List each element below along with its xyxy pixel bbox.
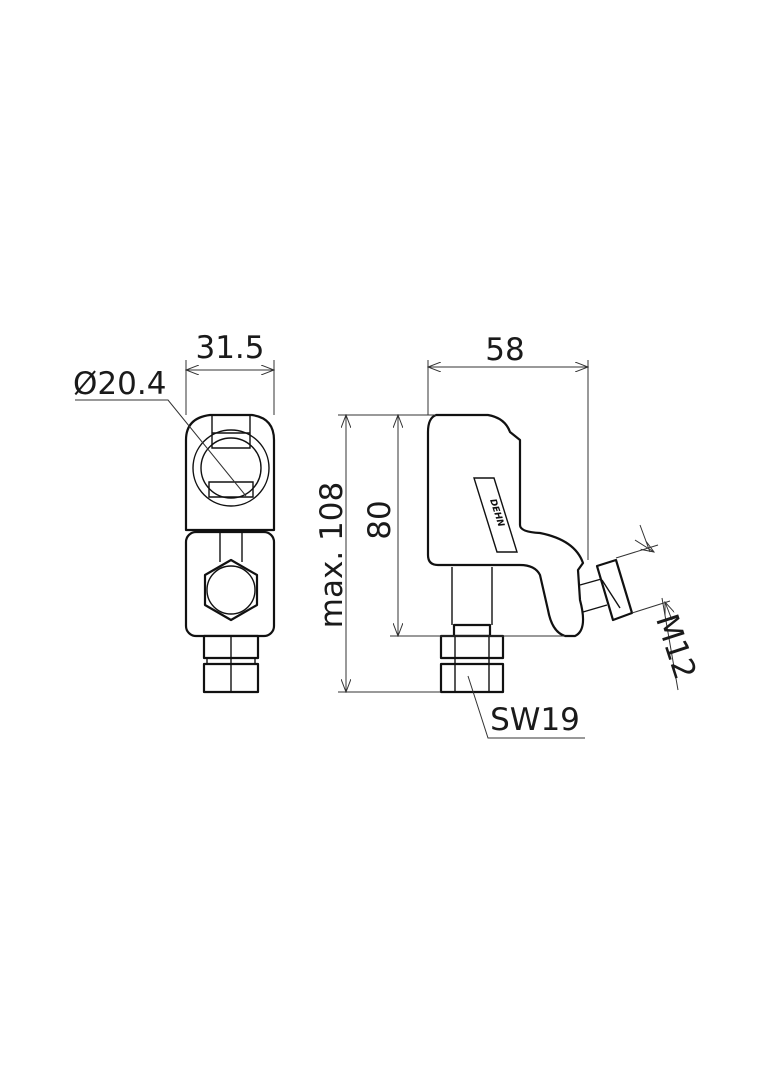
dim-wrench-size: SW19 [490,702,580,738]
side-view: DEHN [426,413,634,694]
dim-max-height: max. 108 [314,482,350,628]
dim-thread: M12 [648,610,703,684]
dimension-lines [75,360,679,739]
dimension-labels: 31.5 Ø20.4 58 max. 108 80 SW19 M12 [73,330,703,738]
front-view [184,413,276,694]
dim-height: 80 [362,500,398,539]
dim-width-side: 58 [485,332,524,368]
dim-width-front: 31.5 [195,330,264,366]
dim-diameter: Ø20.4 [73,366,166,402]
